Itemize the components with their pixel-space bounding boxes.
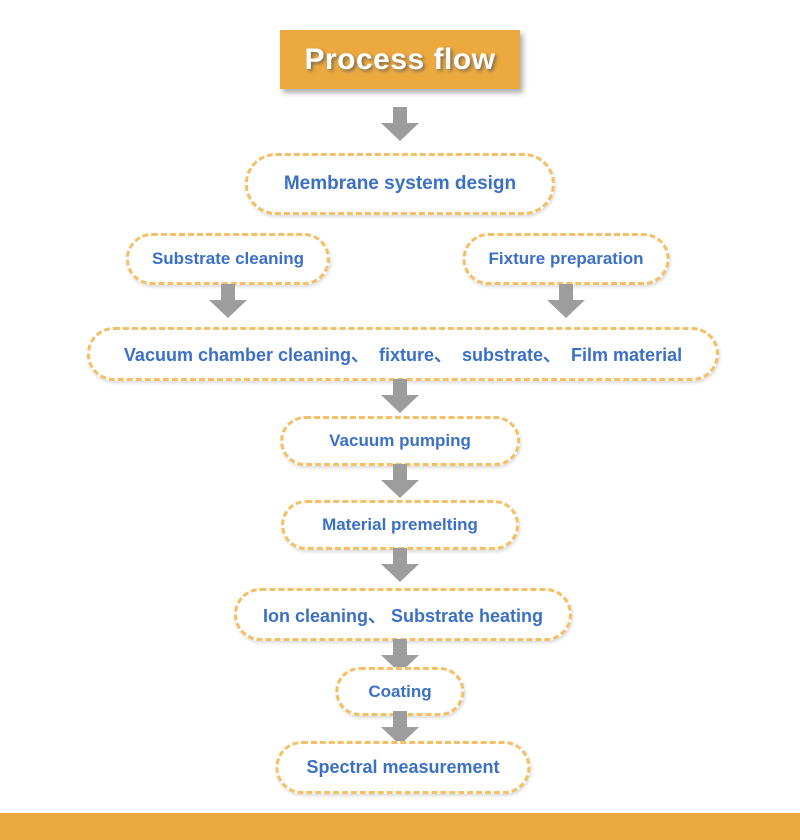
node-label: Vacuum pumping <box>329 431 471 450</box>
node-label: Ion cleaning、 Substrate heating <box>262 605 544 626</box>
node-label: Vacuum chamber cleaning、 fixture、 substr… <box>123 345 683 365</box>
arrow-down-icon <box>381 464 419 498</box>
arrow-down-icon <box>547 284 585 318</box>
node-material-premelting: Material premelting <box>281 500 519 550</box>
page-title: Process flow <box>304 42 496 76</box>
node-fixture-preparation: Fixture preparation <box>462 233 670 285</box>
node-coating: Coating <box>335 667 465 716</box>
node-label: Coating <box>368 681 432 701</box>
node-chamber-preparation: Vacuum chamber cleaning、 fixture、 substr… <box>86 327 720 381</box>
arrow-down-icon <box>209 284 247 318</box>
arrow-down-icon <box>381 548 419 582</box>
bottom-accent-bar <box>0 813 800 840</box>
node-label: Membrane system design <box>283 173 517 194</box>
node-membrane-system-design: Membrane system design <box>244 153 556 215</box>
node-label: Fixture preparation <box>488 249 644 268</box>
node-ion-cleaning-substrate-heating: Ion cleaning、 Substrate heating <box>233 588 573 641</box>
node-spectral-measurement: Spectral measurement <box>275 741 531 794</box>
node-label: Substrate cleaning <box>151 249 305 268</box>
node-vacuum-pumping: Vacuum pumping <box>280 416 520 466</box>
node-substrate-cleaning: Substrate cleaning <box>125 233 331 285</box>
title-banner: Process flow <box>280 30 520 89</box>
arrow-down-icon <box>381 711 419 745</box>
node-label: Spectral measurement <box>306 757 500 777</box>
arrow-down-icon <box>381 379 419 413</box>
node-label: Material premelting <box>322 515 478 534</box>
arrow-down-icon <box>381 107 419 141</box>
